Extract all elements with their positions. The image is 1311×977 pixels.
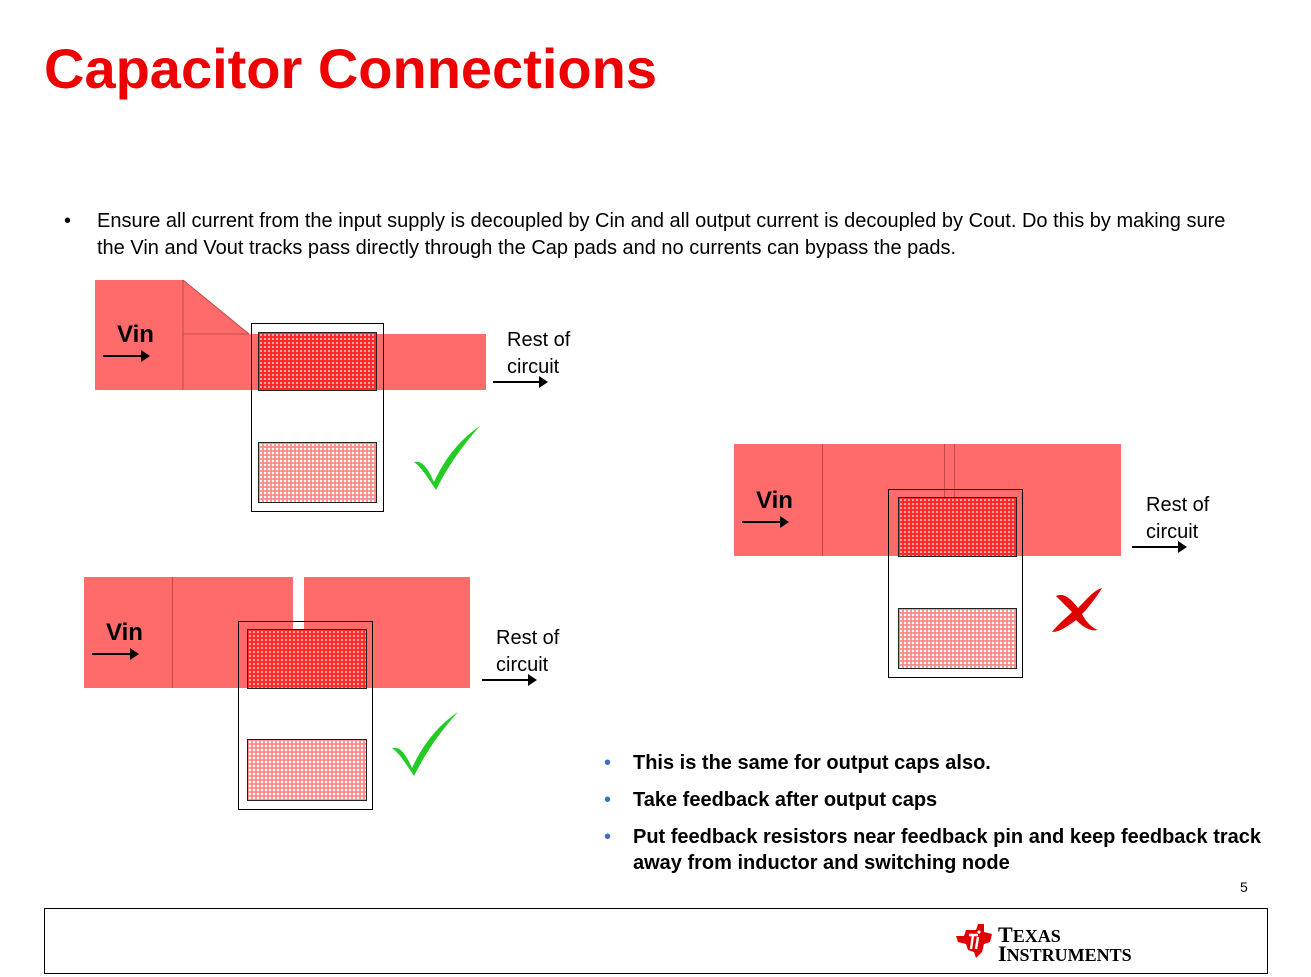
vin-arrow [92,648,139,660]
rest-of-circuit-label: Rest of circuit [1146,492,1246,546]
main-bullet: Ensure all current from the input supply… [64,208,1254,262]
capacitor-package [251,323,384,512]
checkmark-icon [392,712,458,776]
page-number: 5 [1240,879,1248,895]
logo-text-exas: EXAS [1012,926,1061,946]
rest-arrow [493,376,548,388]
capacitor-pad-bottom [247,739,367,801]
rest-of-circuit-label: Rest of circuit [496,625,596,679]
texas-instruments-logo [956,924,992,958]
rest-line1: Rest of [496,627,560,649]
trace-seam [822,444,823,556]
capacitor-package [888,489,1023,678]
vin-label: Vin [117,321,154,348]
secondary-bullet-list: This is the same for output caps also. T… [604,750,1284,887]
rest-arrow [1132,541,1187,553]
bullet-item: This is the same for output caps also. [604,750,1284,776]
footer-bar [44,908,1268,974]
vin-arrow [103,350,150,362]
cross-icon [1052,588,1102,632]
bullet-item: Take feedback after output caps [604,787,1284,813]
capacitor-pad-top [247,629,367,689]
vin-label: Vin [106,619,143,646]
bullet-item: Put feedback resistors near feedback pin… [604,824,1284,876]
trace-seam [172,577,173,688]
rest-line2: circuit [1146,521,1199,543]
rest-of-circuit-label: Rest of circuit [507,327,607,381]
main-bullet-list: Ensure all current from the input supply… [64,208,1254,262]
rest-line1: Rest of [507,329,571,351]
rest-line2: circuit [496,654,549,676]
capacitor-package [238,621,373,810]
vin-label: Vin [756,487,793,514]
capacitor-pad-bottom [258,442,377,503]
logo-cap-t: T [998,922,1013,947]
vin-arrow [742,516,789,528]
checkmark-icon [414,426,480,490]
rest-line2: circuit [507,356,560,378]
rest-arrow [482,674,537,686]
logo-text-nstruments: NSTRUMENTS [1006,945,1132,965]
logo-cap-i: I [998,941,1007,966]
capacitor-pad-bottom [898,608,1017,669]
capacitor-pad-top [258,332,377,391]
capacitor-pad-top [898,497,1017,557]
texas-instruments-wordmark: TEXAS INSTRUMENTS [998,924,1132,966]
slide-title: Capacitor Connections [44,37,657,100]
rest-line1: Rest of [1146,494,1210,516]
